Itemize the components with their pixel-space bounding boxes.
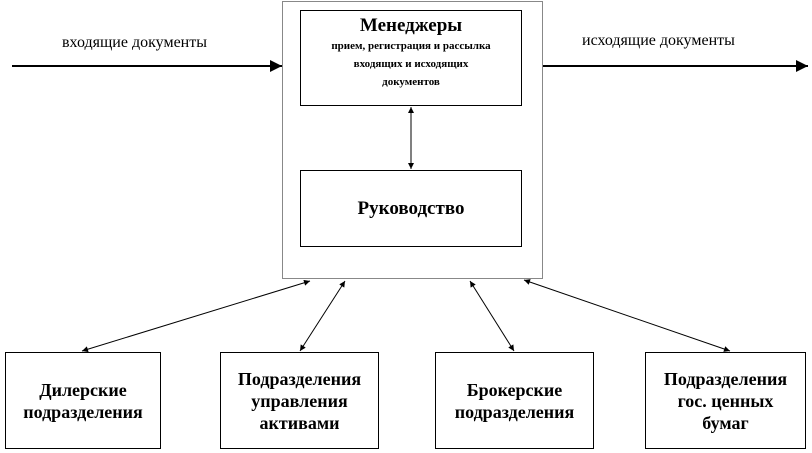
dealer-departments-box: Дилерские подразделения [5, 352, 161, 449]
broker-departments-box: Брокерские подразделения [435, 352, 594, 449]
incoming-label: входящие документы [62, 34, 207, 51]
dept-line: гос. ценных [677, 390, 774, 411]
dept-line: подразделения [23, 401, 143, 422]
dept-line: Подразделения [663, 368, 788, 389]
leadership-box: Руководство [300, 170, 522, 247]
asset-mgmt-arrow [299, 280, 346, 352]
dept-line: подразделения [454, 401, 575, 422]
outgoing-label: исходящие документы [582, 32, 735, 49]
gov-securities-arrow [523, 279, 731, 352]
dept-line: активами [259, 412, 340, 433]
managers-title: Менеджеры [359, 15, 463, 36]
dept-line: бумаг [702, 412, 749, 433]
dept-line: Подразделения [237, 368, 362, 389]
managers-subtitle-1: прием, регистрация и рассылка [331, 40, 491, 52]
gov-securities-departments-box: Подразделения гос. ценных бумаг [645, 352, 806, 449]
dept-line: управления [251, 390, 348, 411]
asset-management-departments-box: Подразделения управления активами [220, 352, 379, 449]
managers-subtitle-2: входящих и исходящих [353, 58, 469, 70]
managers-box: Менеджеры прием, регистрация и рассылка … [300, 10, 522, 106]
managers-subtitle-3: документов [382, 76, 440, 88]
dept-line: Брокерские [466, 379, 563, 400]
headquarters-box [282, 1, 543, 279]
broker-arrow [469, 280, 515, 352]
leadership-label: Руководство [357, 197, 465, 219]
dealer-arrow [81, 279, 311, 353]
dept-line: Дилерские [39, 379, 127, 400]
